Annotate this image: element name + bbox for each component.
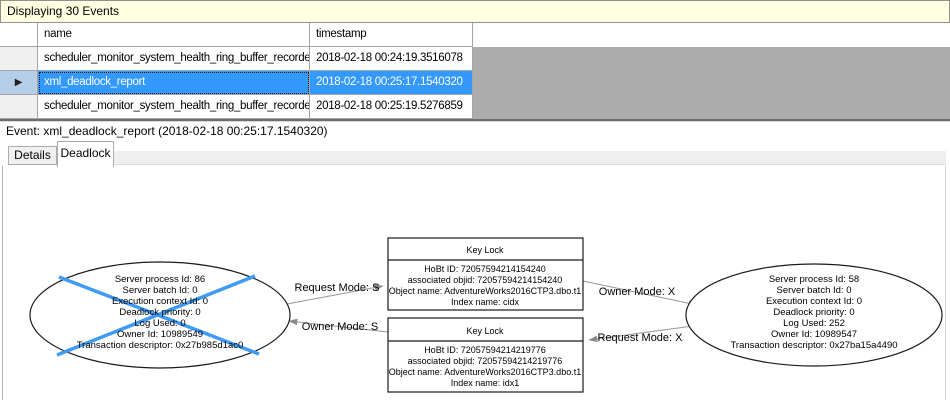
resource-objid: associated objid: 72057594214154240 bbox=[408, 275, 563, 285]
event-name-cell[interactable]: xml_deadlock_report bbox=[38, 71, 310, 95]
edge-label-owner-x: Owner Mode: X bbox=[599, 286, 676, 298]
graph-edges bbox=[286, 280, 698, 343]
tabstrip-background bbox=[114, 151, 946, 165]
edge-owner-s bbox=[288, 318, 389, 333]
resource-hobt: HoBt ID: 72057594214154240 bbox=[424, 264, 546, 274]
resource-index: Index name: cidx bbox=[451, 297, 520, 307]
resource-node-top[interactable]: Key Lock HoBt ID: 72057594214154240 asso… bbox=[387, 237, 584, 311]
resource-title: Key Lock bbox=[466, 326, 504, 336]
process-node-victim[interactable]: Server process Id: 86 Server batch Id: 0… bbox=[29, 261, 291, 369]
deadlock-graph: Server process Id: 86 Server batch Id: 0… bbox=[29, 237, 943, 393]
table-filler bbox=[473, 95, 950, 119]
row-header[interactable] bbox=[0, 47, 38, 71]
event-timestamp-cell[interactable]: 2018-02-18 00:25:17.1540320 bbox=[310, 71, 473, 95]
tab-details[interactable]: Details bbox=[8, 146, 57, 165]
column-header-timestamp[interactable]: timestamp bbox=[310, 23, 473, 47]
selected-event-label: Event: xml_deadlock_report (2018-02-18 0… bbox=[0, 122, 950, 140]
victim-txdesc: Transaction descriptor: 0x27b985d1ac0 bbox=[77, 340, 244, 351]
table-row[interactable]: scheduler_monitor_system_health_ring_buf… bbox=[0, 95, 950, 119]
row-header[interactable] bbox=[0, 95, 38, 119]
process-batch: Server batch Id: 0 bbox=[777, 285, 852, 296]
events-count-bar: Displaying 30 Events bbox=[0, 0, 950, 23]
tab-deadlock[interactable]: Deadlock bbox=[57, 141, 114, 167]
event-timestamp-cell[interactable]: 2018-02-18 00:25:19.5276859 bbox=[310, 95, 473, 119]
table-header-row: name timestamp bbox=[0, 23, 950, 47]
row-header-corner bbox=[0, 23, 38, 47]
resource-objname: Object name: AdventureWorks2016CTP3.dbo.… bbox=[389, 367, 581, 377]
victim-spid: Server process Id: 86 bbox=[115, 274, 205, 285]
victim-ownerid: Owner Id: 10989549 bbox=[117, 329, 203, 340]
victim-cross-icon bbox=[56, 274, 260, 357]
victim-batch: Server batch Id: 0 bbox=[123, 285, 198, 296]
edge-request-s bbox=[286, 284, 384, 305]
events-table: name timestamp scheduler_monitor_system_… bbox=[0, 23, 950, 119]
resource-index: Index name: idx1 bbox=[451, 378, 520, 388]
process-context: Execution context Id: 0 bbox=[766, 296, 862, 307]
row-header[interactable]: ▶ bbox=[0, 71, 38, 95]
resource-node-bottom[interactable]: Key Lock HoBt ID: 72057594214219776 asso… bbox=[387, 317, 584, 393]
process-txdesc: Transaction descriptor: 0x27ba15a4490 bbox=[730, 340, 897, 351]
event-name-cell[interactable]: scheduler_monitor_system_health_ring_buf… bbox=[38, 95, 310, 119]
current-row-indicator-icon: ▶ bbox=[14, 77, 23, 88]
process-node[interactable]: Server process Id: 58 Server batch Id: 0… bbox=[685, 263, 943, 367]
edge-label-request-x: Request Mode: X bbox=[598, 332, 684, 344]
table-filler bbox=[473, 71, 950, 95]
resource-hobt: HoBt ID: 72057594214219776 bbox=[424, 345, 546, 355]
victim-priority: Deadlock priority: 0 bbox=[119, 307, 200, 318]
table-filler bbox=[473, 23, 950, 47]
process-ownerid: Owner Id: 10989547 bbox=[771, 329, 857, 340]
edge-request-x bbox=[588, 325, 694, 343]
process-spid: Server process Id: 58 bbox=[769, 274, 859, 285]
victim-context: Execution context Id: 0 bbox=[112, 296, 208, 307]
edge-label-request-s: Request Mode: S bbox=[295, 282, 380, 294]
table-row-selected[interactable]: ▶ xml_deadlock_report 2018-02-18 00:25:1… bbox=[0, 71, 950, 95]
column-header-name[interactable]: name bbox=[38, 23, 310, 47]
edge-owner-x bbox=[582, 280, 698, 307]
edge-label-owner-s: Owner Mode: S bbox=[302, 321, 378, 333]
pane-splitter[interactable] bbox=[0, 119, 950, 122]
table-row[interactable]: scheduler_monitor_system_health_ring_buf… bbox=[0, 47, 950, 71]
resource-objname: Object name: AdventureWorks2016CTP3.dbo.… bbox=[389, 286, 581, 296]
table-filler bbox=[473, 47, 950, 71]
resource-objid: associated objid: 72057594214219776 bbox=[408, 356, 563, 366]
resource-title: Key Lock bbox=[466, 245, 504, 255]
event-name-cell[interactable]: scheduler_monitor_system_health_ring_buf… bbox=[38, 47, 310, 71]
process-priority: Deadlock priority: 0 bbox=[773, 307, 854, 318]
process-logused: Log Used: 252 bbox=[783, 318, 845, 329]
event-timestamp-cell[interactable]: 2018-02-18 00:24:19.3516078 bbox=[310, 47, 473, 71]
victim-logused: Log Used: 0 bbox=[134, 318, 185, 329]
